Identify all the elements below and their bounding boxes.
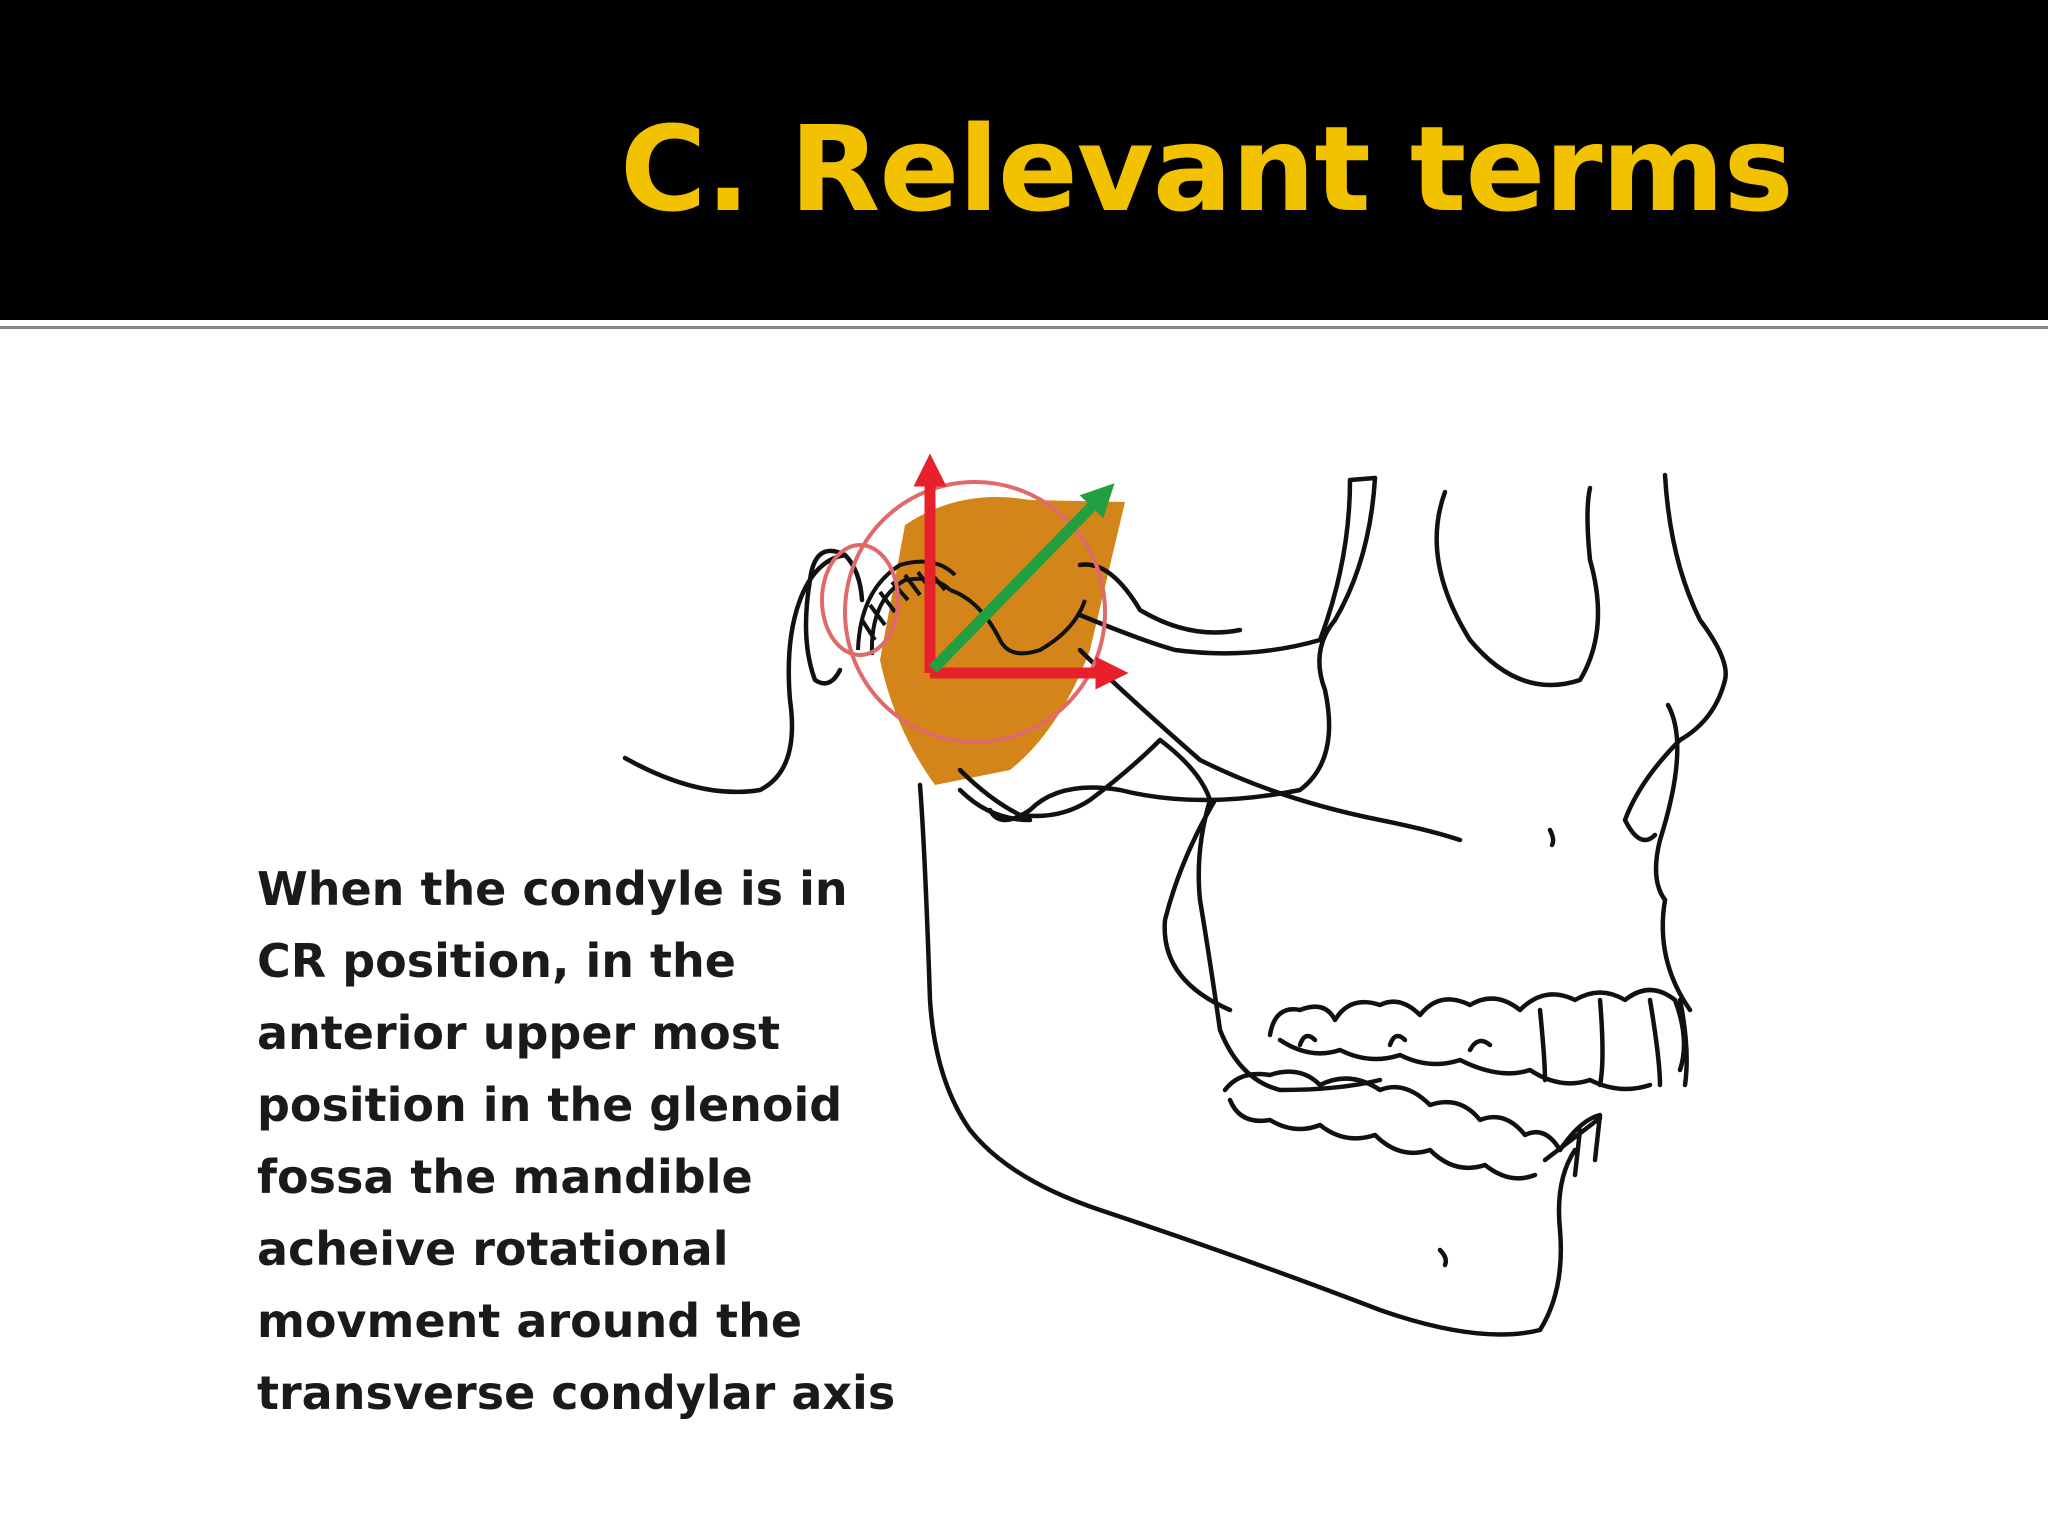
skull-line-drawing: [622, 472, 1728, 1337]
rotation-circle: [843, 480, 1107, 744]
slide-title: C. Relevant terms: [620, 100, 1794, 238]
articular-disc: [856, 559, 1087, 656]
title-divider: [0, 326, 2048, 329]
diagonal-arrow: [929, 483, 1115, 673]
title-bar: C. Relevant terms: [0, 0, 2048, 320]
condyle-outline: [820, 543, 900, 657]
caption-text: When the condyle is in CR position, in t…: [257, 862, 896, 1420]
